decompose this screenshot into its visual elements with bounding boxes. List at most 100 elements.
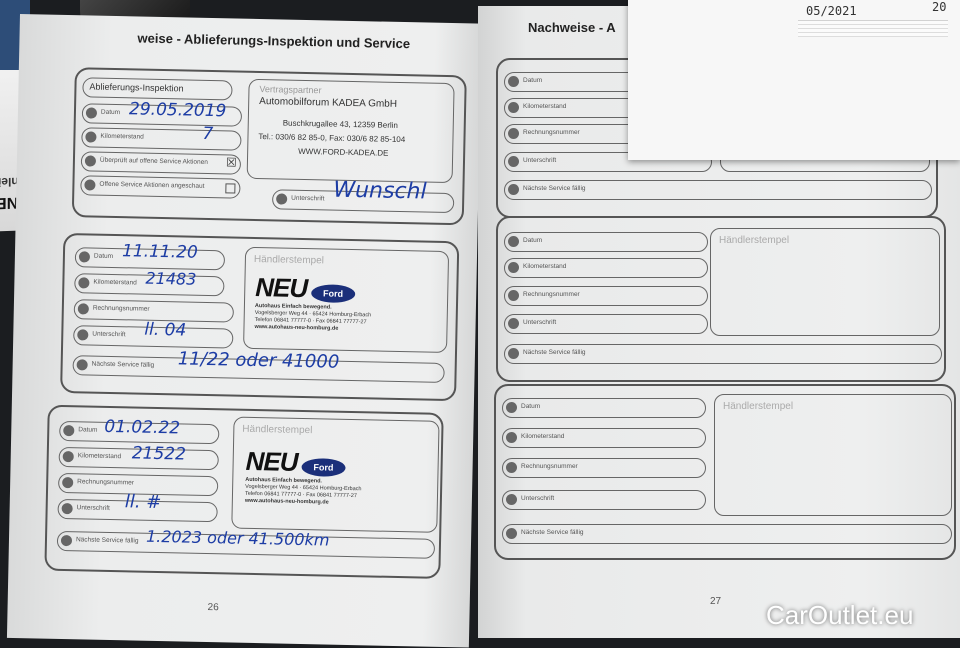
bullet-icon	[62, 450, 74, 463]
field-label: Unterschrift	[523, 157, 557, 164]
right3-km-field: Kilometerstand	[502, 428, 706, 448]
field-label: Nächste Service fällig	[75, 536, 139, 545]
service-block-1: Datum 11.11.20 Kilometerstand 21483 Rech…	[60, 232, 460, 402]
field-label: Rechnungsnummer	[92, 304, 150, 313]
right2-date-field: Datum	[504, 232, 708, 252]
field-label: Datum	[93, 252, 114, 261]
delivery-km-field: Kilometerstand 7	[81, 123, 242, 151]
bullet-icon	[62, 476, 74, 489]
service1-date-field: Datum 11.11.20	[74, 241, 226, 271]
bullet-icon	[84, 179, 96, 191]
delivery-date-value: 29.05.2019	[128, 99, 227, 122]
delivery-signature-value: Wunschl	[333, 177, 427, 205]
delivery-service-check-field: Überprüft auf offene Service Aktionen ☒	[80, 151, 242, 175]
ford-logo: Ford	[310, 283, 356, 303]
service1-next-field: Nächste Service fällig 11/22 oder 41000	[72, 348, 445, 383]
bullet-icon	[508, 236, 519, 247]
ford-logo: Ford	[301, 457, 346, 477]
service1-signature-field: Unterschrift ll. 04	[73, 320, 234, 349]
service2-km-field: Kilometerstand 21522	[58, 443, 219, 471]
caroutlet-watermark: CarOutlet.eu	[766, 600, 914, 630]
left-page-heading: weise - Ablieferungs-Inspektion und Serv…	[137, 30, 411, 52]
note-paper: 05/2021 20	[628, 0, 960, 160]
neu-logo: NEU	[255, 271, 308, 304]
service2-date-field: Datum 01.02.22	[59, 417, 220, 445]
bullet-icon	[508, 290, 519, 301]
delivery-title: Ablieferungs-Inspektion	[89, 81, 184, 94]
field-label: Unterschrift	[291, 194, 325, 203]
right1-signature-field: Unterschrift	[504, 152, 712, 172]
field-label: Nächste Service fällig	[523, 185, 586, 192]
bullet-icon	[78, 251, 91, 263]
right-page-heading: Nachweise - A	[528, 20, 616, 35]
bullet-icon	[508, 76, 519, 87]
dealer-partner-title: Vertragspartner	[259, 84, 322, 96]
field-label: Unterschrift	[521, 495, 555, 502]
delivery-signature-field: Unterschrift Wunschl	[271, 178, 455, 214]
service1-km-field: Kilometerstand 21483	[74, 269, 225, 297]
right3-stamp-box: Händlerstempel	[714, 394, 952, 516]
field-label: Datum	[521, 403, 541, 410]
bullet-icon	[508, 128, 519, 139]
field-label: Kilometerstand	[100, 132, 144, 141]
field-label: Nächste Service fällig	[521, 529, 584, 536]
right2-next-field: Nächste Service fällig	[504, 344, 942, 364]
delivery-open-actions-field: Offene Service Aktionen angeschaut	[80, 175, 241, 199]
bullet-icon	[508, 184, 519, 195]
dealer-partner-name: Automobilforum KADEA GmbH	[259, 96, 398, 110]
field-label: Unterschrift	[523, 319, 557, 326]
right2-signature-field: Unterschrift	[504, 314, 708, 334]
field-label: Kilometerstand	[523, 263, 567, 270]
bullet-icon	[77, 329, 89, 341]
stamp-title: Händlerstempel	[719, 235, 790, 246]
right3-next-field: Nächste Service fällig	[502, 524, 952, 544]
field-label: Kilometerstand	[523, 103, 567, 110]
field-label: Überprüft auf offene Service Aktionen	[99, 156, 208, 166]
bullet-icon	[508, 156, 519, 167]
dealer-partner-box: Vertragspartner Automobilforum KADEA Gmb…	[246, 78, 455, 184]
right-block-3: Datum Kilometerstand Rechnungsnummer Unt…	[494, 384, 956, 560]
right2-km-field: Kilometerstand	[504, 258, 708, 278]
bullet-icon	[506, 494, 517, 505]
field-label: Datum	[78, 426, 98, 434]
field-label: Unterschrift	[92, 330, 126, 339]
right3-invoice-field: Rechnungsnummer	[502, 458, 706, 478]
bullet-icon	[506, 462, 517, 473]
field-label: Datum	[523, 237, 543, 244]
bullet-icon	[506, 432, 517, 443]
field-label: Nächste Service fällig	[91, 360, 155, 369]
dealer-partner-phone: Tel.: 030/6 82 85-0, Fax: 030/6 82 85-10…	[258, 132, 406, 145]
delivery-km-value: 7	[202, 123, 214, 145]
bullet-icon	[506, 402, 517, 413]
field-label: Kilometerstand	[93, 278, 137, 287]
bullet-icon	[508, 262, 519, 273]
field-label: Kilometerstand	[77, 452, 122, 461]
note-paper-extra: 20	[932, 0, 947, 14]
service2-km-value: 21522	[131, 443, 187, 465]
open-actions-checkbox	[225, 183, 236, 194]
field-label: Nächste Service fällig	[523, 349, 586, 356]
service-check-mark: ☒	[225, 155, 237, 170]
field-label: Rechnungsnummer	[523, 129, 580, 136]
note-paper-date: 05/2021	[806, 4, 857, 18]
bullet-icon	[506, 528, 517, 539]
service1-km-value: 21483	[145, 268, 197, 289]
delivery-title-field: Ablieferungs-Inspektion	[82, 77, 233, 101]
field-label: Datum	[523, 77, 543, 84]
bullet-icon	[508, 318, 519, 329]
service1-signature-value: ll. 04	[144, 319, 187, 341]
field-label: Rechnungsnummer	[77, 478, 135, 487]
delivery-date-field: Datum 29.05.2019	[81, 99, 243, 127]
right1-next-field: Nächste Service fällig	[504, 180, 932, 200]
field-label: Offene Service Aktionen angeschaut	[99, 180, 205, 190]
right-block-2: Datum Kilometerstand Rechnungsnummer Unt…	[496, 216, 946, 382]
bullet-icon	[85, 131, 97, 143]
service2-date-value: 01.02.22	[104, 416, 181, 439]
right3-signature-field: Unterschrift	[502, 490, 706, 510]
left-page: weise - Ablieferungs-Inspektion und Serv…	[6, 14, 482, 648]
field-label: Rechnungsnummer	[521, 463, 578, 470]
